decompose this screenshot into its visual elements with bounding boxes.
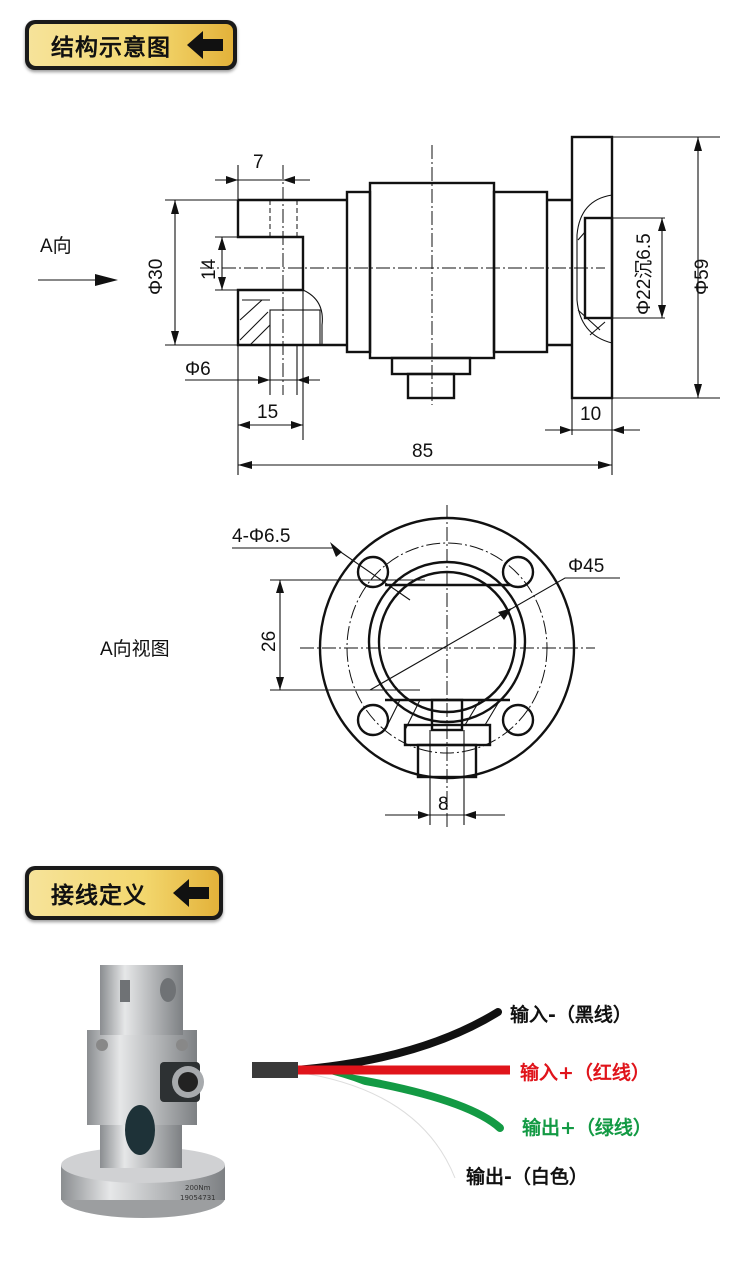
side-view: 7 Φ30 14 Φ6 15 85 10 Φ59 Φ22沉6.5 A向 bbox=[38, 135, 720, 475]
dim-phi45: Φ45 bbox=[568, 556, 604, 577]
dim-phi22: Φ22沉6.5 bbox=[633, 233, 655, 315]
mounting-holes bbox=[356, 555, 535, 737]
section-header-structure: 结构示意图 bbox=[25, 20, 237, 70]
arrow-right-icon bbox=[95, 274, 118, 286]
dim-phi30: Φ30 bbox=[146, 259, 167, 295]
arrow-left-icon bbox=[173, 879, 209, 907]
dim-holes: 4-Φ6.5 bbox=[232, 526, 290, 547]
wire-label-input-negative: 输入-（黑线） bbox=[510, 1004, 632, 1026]
dim-14: 14 bbox=[199, 258, 220, 280]
cable bbox=[252, 1008, 510, 1180]
engraving-text: 200Nm bbox=[185, 1184, 211, 1192]
dim-phi59: Φ59 bbox=[692, 259, 713, 295]
dim-15: 15 bbox=[257, 402, 278, 423]
section-title: 接线定义 bbox=[51, 883, 147, 909]
a-view-title: A向视图 bbox=[100, 638, 170, 660]
dim-26: 26 bbox=[259, 631, 280, 652]
dim-8: 8 bbox=[438, 794, 449, 815]
wire-label-output-positive: 输出+（绿线） bbox=[522, 1117, 652, 1139]
structure-drawing: 7 Φ30 14 Φ6 15 85 10 Φ59 Φ22沉6.5 A向 A向视图 bbox=[38, 135, 720, 830]
dim-10: 10 bbox=[580, 404, 601, 425]
wire-label-output-negative: 输出-（白色） bbox=[466, 1166, 588, 1188]
arrow-left-icon bbox=[187, 31, 223, 59]
wire-label-input-positive: 输入+（红线） bbox=[520, 1062, 650, 1084]
direction-label: A向 bbox=[40, 235, 72, 257]
a-view: A向视图 4-Φ6.5 Φ45 26 8 bbox=[100, 505, 620, 830]
dim-85: 85 bbox=[412, 441, 433, 462]
dim-7: 7 bbox=[253, 152, 264, 173]
dim-phi6: Φ6 bbox=[185, 359, 211, 380]
engraving-serial: 19054731 bbox=[180, 1194, 216, 1202]
section-title: 结构示意图 bbox=[51, 35, 171, 61]
section-header-wiring: 接线定义 bbox=[25, 866, 223, 920]
